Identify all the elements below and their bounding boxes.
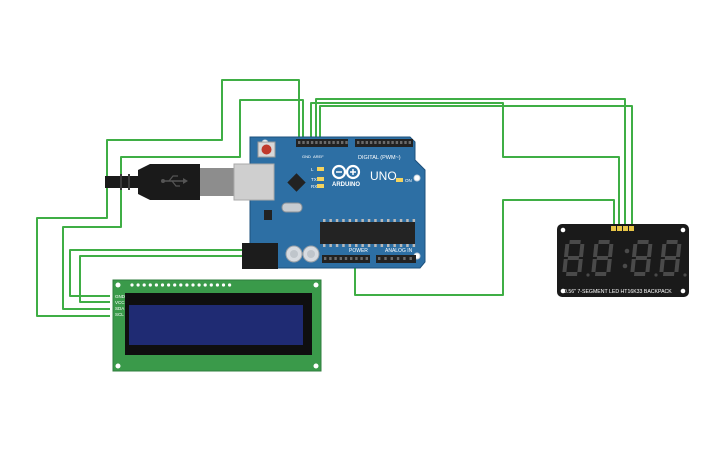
model-label: UNO <box>370 169 397 183</box>
crystal <box>281 202 303 213</box>
usb-port <box>233 163 275 201</box>
rx-led <box>317 184 324 188</box>
power-label: POWER <box>349 248 368 254</box>
digital-label: DIGITAL (PWM~) <box>358 155 401 161</box>
display-pcb <box>557 224 689 297</box>
tx-led <box>317 177 324 181</box>
arduino-uno-board[interactable]: DIGITAL (PWM~) AREF GND L TX RX ON ARDUI… <box>242 136 426 269</box>
usb-chip <box>287 173 306 192</box>
arduino-infinity-logo-icon <box>331 164 361 180</box>
wire-lcd-scl[interactable] <box>62 99 304 310</box>
display-pins <box>611 226 634 231</box>
on-led <box>396 178 403 182</box>
usb-cable[interactable] <box>105 163 275 201</box>
analog-label: ANALOG IN <box>385 248 413 254</box>
header-top-left <box>296 139 348 147</box>
lcd-pin-gnd: GND <box>115 294 126 299</box>
lcd-screen <box>129 305 303 345</box>
usb-symbol-icon <box>161 175 188 187</box>
wire-disp-gnd[interactable] <box>354 199 615 296</box>
colon-dot <box>622 263 628 269</box>
seven-segment-display[interactable]: 0.56" 7-SEGMENT LED HT16K33 BACKPACK <box>557 224 689 297</box>
regulator <box>264 210 272 220</box>
wire-disp-scl[interactable] <box>319 105 633 226</box>
power-jack <box>242 243 278 269</box>
wire-disp-sda[interactable] <box>315 98 626 226</box>
digit <box>562 240 585 276</box>
header-pins-bottom <box>324 257 412 260</box>
digit <box>630 240 653 276</box>
lcd-pin-vcc: VCC <box>115 300 125 305</box>
brand-label: ARDUINO <box>332 182 360 188</box>
lcd-pin-sda: SDA <box>115 306 124 311</box>
digit <box>659 240 682 276</box>
wire-disp-vcc[interactable] <box>310 102 620 226</box>
digit <box>591 240 614 276</box>
reset-button-cap[interactable] <box>261 144 272 155</box>
lcd-module[interactable]: GND VCC SDA SCL <box>112 279 322 372</box>
aref-label: AREF <box>313 154 324 159</box>
l-led <box>317 167 324 171</box>
lcd-header-pads <box>130 283 232 287</box>
display-digits <box>562 240 687 277</box>
tx-led-label: TX <box>311 177 317 182</box>
chip-legs <box>323 219 416 247</box>
usb-cable-tail <box>105 176 140 188</box>
colon-dot <box>624 248 630 254</box>
header-analog <box>376 255 416 263</box>
display-caption: 0.56" 7-SEGMENT LED HT16K33 BACKPACK <box>564 289 672 295</box>
wire-usb-loop[interactable] <box>36 79 300 317</box>
lcd-pin-scl: SCL <box>115 312 124 317</box>
l-led-label: L <box>311 167 314 172</box>
on-led-label: ON <box>405 178 412 183</box>
atmega-chip <box>320 222 415 244</box>
usb-plug-metal <box>200 168 234 196</box>
rx-led-label: RX <box>311 184 317 189</box>
usb-plug-body <box>138 164 200 200</box>
header-pins-top <box>298 141 411 144</box>
gnd-label: GND <box>302 154 311 159</box>
